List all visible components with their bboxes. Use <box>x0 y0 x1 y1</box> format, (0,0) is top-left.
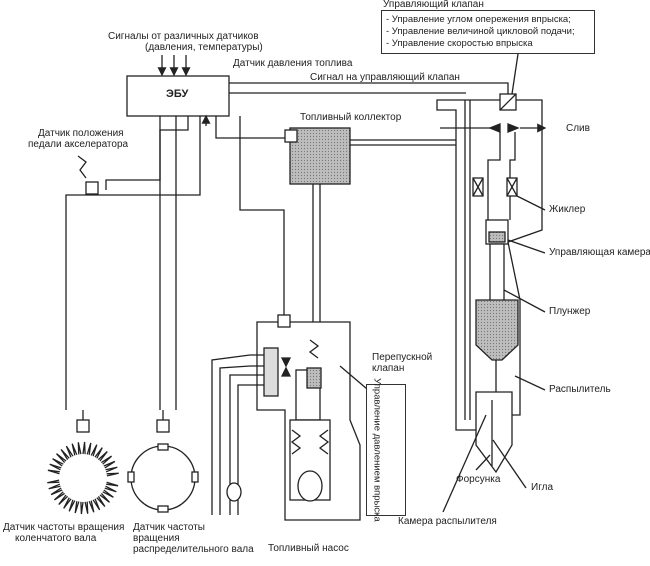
crank-sensor <box>76 419 90 433</box>
pressure-sensor-label: Датчик давления топлива <box>233 58 353 69</box>
jet-label: Жиклер <box>549 204 586 215</box>
bypass-valve-label-2: клапан <box>372 363 405 374</box>
pedal-sensor-label-1: Датчик положения <box>38 128 124 139</box>
valve-item: - Управление величиной цикловой подачи; <box>386 26 575 37</box>
pressure-control-label: Управление давлением впрыска <box>371 378 383 522</box>
bypass-valve-label-1: Перепускной <box>372 352 433 363</box>
camshaft-sensor-label-2: вращения <box>133 533 180 544</box>
control-valve-title: Управляющий клапан <box>383 0 484 10</box>
crank-sensor-label-1: Датчик частоты вращения <box>3 522 125 533</box>
fuel-rail <box>289 127 351 185</box>
pump-sensor <box>277 314 291 328</box>
camshaft-disk <box>127 443 199 513</box>
sensors-signals-label: Сигналы от различных датчиков <box>108 31 259 42</box>
pedal-sensor-label-2: педали акселератора <box>28 139 129 150</box>
ecu-box <box>126 75 230 117</box>
valve-item: - Управление скоростью впрыска <box>386 38 533 49</box>
crankshaft-wheel <box>47 441 119 515</box>
needle-label: Игла <box>531 482 554 493</box>
camshaft-sensor-label-3: распределительного вала <box>133 544 254 555</box>
camshaft-sensor-label-1: Датчик частоты <box>133 522 205 533</box>
atomizer-label: Распылитель <box>549 384 611 395</box>
ecu-label: ЭБУ <box>166 88 189 100</box>
fuel-pump-label: Топливный насос <box>268 543 349 554</box>
sensors-signals-sub-label: (давления, температуры) <box>145 42 263 53</box>
injector-label: Форсунка <box>456 474 501 485</box>
valve-signal-label: Сигнал на управляющий клапан <box>310 72 460 83</box>
pedal-sensor <box>85 181 99 195</box>
pressure-control-box <box>366 384 406 516</box>
drain-label: Слив <box>566 123 590 134</box>
camshaft-sensor <box>156 419 170 433</box>
fuel-rail-label: Топливный коллектор <box>300 112 402 123</box>
control-chamber-label: Управляющая камера <box>549 247 650 258</box>
atomizer-chamber-label: Камера распылителя <box>398 516 497 527</box>
valve-item: - Управление углом опережения впрыска; <box>386 14 571 25</box>
crank-sensor-label-2: коленчатого вала <box>15 533 97 544</box>
plunger <box>489 243 505 305</box>
fuel-pressure-sensor <box>284 129 298 143</box>
plunger-label: Плунжер <box>549 306 591 317</box>
crankshaft-teeth <box>47 441 119 515</box>
control-valve-box: - Управление углом опережения впрыска; -… <box>381 10 595 54</box>
